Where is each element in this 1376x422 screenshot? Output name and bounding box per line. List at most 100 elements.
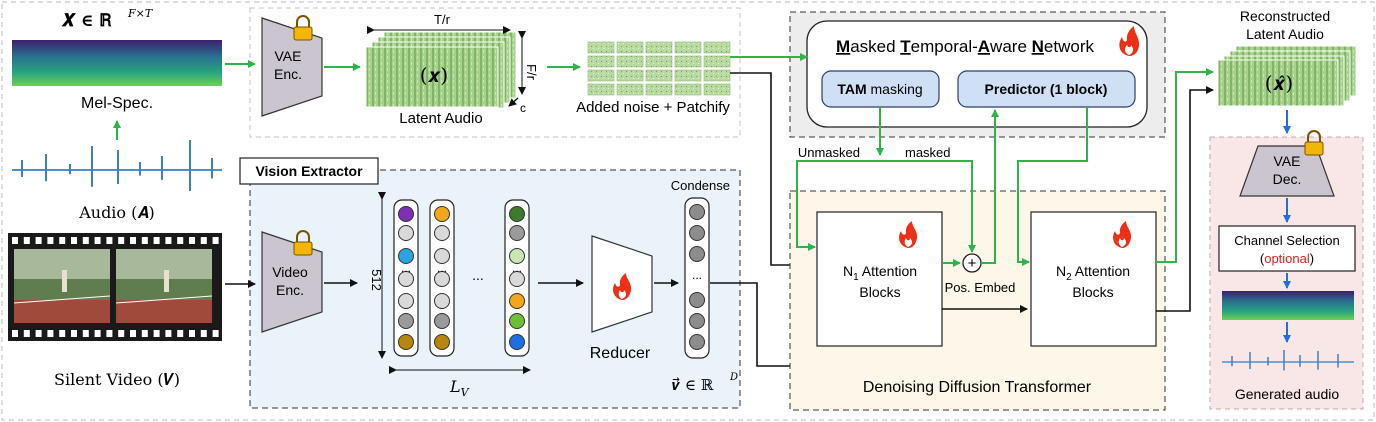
vector-dot — [689, 334, 705, 350]
token-dot — [509, 271, 525, 287]
svg-text:TAM masking: TAM masking — [837, 81, 922, 97]
token-dot — [398, 248, 414, 264]
svg-text:(𝒙): (𝒙) — [420, 63, 448, 87]
masked-flow — [880, 160, 976, 253]
film-strip — [8, 233, 222, 341]
reconstructed-label: Reconstructed — [1240, 8, 1330, 24]
token-dot — [509, 313, 525, 329]
token-dot — [434, 225, 450, 241]
mel-spec-label: Mel-Spec. — [81, 95, 153, 112]
svg-text:T/r: T/r — [434, 12, 451, 27]
reconstructed-latent-stack: (𝒙̂) — [1217, 45, 1357, 107]
mel-formula: 𝑿 ∈ ℝ F×T — [61, 7, 154, 31]
svg-text:Reducer: Reducer — [590, 345, 651, 362]
latent-dim-f: F/r — [518, 31, 539, 95]
fire-icon — [899, 221, 918, 248]
patch-cell — [674, 41, 702, 54]
vector-dot — [689, 225, 705, 241]
patch-cell — [674, 55, 702, 68]
token-column: ... — [393, 199, 419, 357]
patch-cell — [645, 83, 673, 96]
svg-text:Predictor (1 block): Predictor (1 block) — [985, 81, 1108, 97]
reconstructed-label-2: Latent Audio — [1246, 26, 1324, 42]
video-encoder: Video Enc. — [261, 231, 323, 333]
token-dot — [509, 248, 525, 264]
token-dot — [398, 271, 414, 287]
lock-icon — [1304, 130, 1324, 156]
token-column: ... — [429, 199, 455, 357]
latent-dim-t: T/r — [367, 12, 511, 34]
audio-waveform — [12, 140, 222, 191]
mtan-title: Masked Temporal-Aware Network — [836, 37, 1094, 56]
token-dot — [434, 293, 450, 309]
svg-text:Channel Selection: Channel Selection — [1234, 233, 1340, 248]
svg-text:c: c — [520, 101, 526, 115]
generated-audio-label: Generated audio — [1235, 386, 1340, 402]
ddt-title: Denoising Diffusion Transformer — [863, 379, 1092, 396]
token-dot — [434, 271, 450, 287]
token-dot — [434, 334, 450, 350]
fire-icon — [1113, 221, 1132, 248]
svg-text:F×T: F×T — [127, 7, 154, 20]
svg-text:VAE: VAE — [1274, 153, 1301, 169]
token-dot — [509, 293, 525, 309]
token-dot — [398, 293, 414, 309]
fire-icon — [1119, 26, 1140, 56]
lock-icon — [293, 15, 313, 41]
latent-dim-c: c — [508, 97, 526, 115]
patch-grid — [587, 41, 731, 96]
svg-text:Enc.: Enc. — [276, 282, 304, 298]
patch-cell — [587, 41, 615, 54]
patch-cell — [703, 69, 731, 82]
token-dot — [509, 206, 525, 222]
vision-extractor-region — [249, 169, 741, 409]
svg-text:D: D — [729, 372, 738, 383]
vector-dot — [689, 313, 705, 329]
token-ellipsis: ... — [472, 267, 484, 283]
token-ellipsis: ... — [512, 261, 522, 275]
n2-to-output-arrow — [1156, 86, 1214, 312]
patch-cell — [645, 69, 673, 82]
reducer: Reducer — [590, 235, 653, 362]
vision-extractor-title: Vision Extractor — [239, 157, 379, 185]
svg-text:Enc.: Enc. — [274, 66, 302, 82]
condense-label: Condense — [671, 178, 730, 193]
n2-to-reconstructed-arrow — [1156, 68, 1214, 263]
token-dot — [398, 225, 414, 241]
lock-icon — [293, 230, 313, 256]
svg-text:Video: Video — [272, 264, 308, 280]
token-ellipsis: ... — [437, 261, 447, 275]
vector-label: 𝒗⃗ ∈ ℝ D — [672, 372, 738, 394]
token-dot — [398, 313, 414, 329]
svg-text:(optional): (optional) — [1260, 251, 1314, 266]
svg-text:Blocks: Blocks — [1072, 284, 1113, 300]
token-dot — [398, 206, 414, 222]
vector-ellipsis: ... — [692, 268, 702, 282]
patch-cell — [616, 69, 644, 82]
tam-masking-box: TAM masking — [821, 70, 940, 108]
unmasked-flow — [796, 160, 880, 251]
vae-encoder: VAE Enc. — [261, 17, 323, 117]
patchify-label: Added noise + Patchify — [576, 99, 730, 116]
svg-text:F/r: F/r — [524, 64, 539, 81]
patch-cell — [645, 41, 673, 54]
predictor-box: Predictor (1 block) — [957, 70, 1136, 108]
patch-cell — [645, 55, 673, 68]
patch-cell — [616, 83, 644, 96]
n1-attention-blocks: N1 Attention Blocks — [816, 211, 943, 347]
svg-text:𝒗⃗ ∈ ℝ: 𝒗⃗ ∈ ℝ — [672, 376, 714, 394]
token-columns: ......... — [393, 199, 530, 357]
svg-text:VAE: VAE — [275, 48, 302, 64]
svg-text:𝑿 ∈ ℝ: 𝑿 ∈ ℝ — [61, 11, 112, 31]
unmasked-label: Unmasked — [798, 145, 860, 160]
svg-text:Vision Extractor: Vision Extractor — [255, 163, 363, 179]
mel-spectrogram — [12, 40, 222, 86]
patch-cell — [616, 55, 644, 68]
generated-waveform — [1222, 350, 1354, 371]
lv-dimension: LV — [389, 366, 531, 399]
vae-decoder: VAE Dec. — [1239, 145, 1335, 197]
masked-label: masked — [905, 145, 951, 160]
token-column: ... — [504, 199, 530, 357]
condensed-vector: ... — [684, 197, 710, 359]
